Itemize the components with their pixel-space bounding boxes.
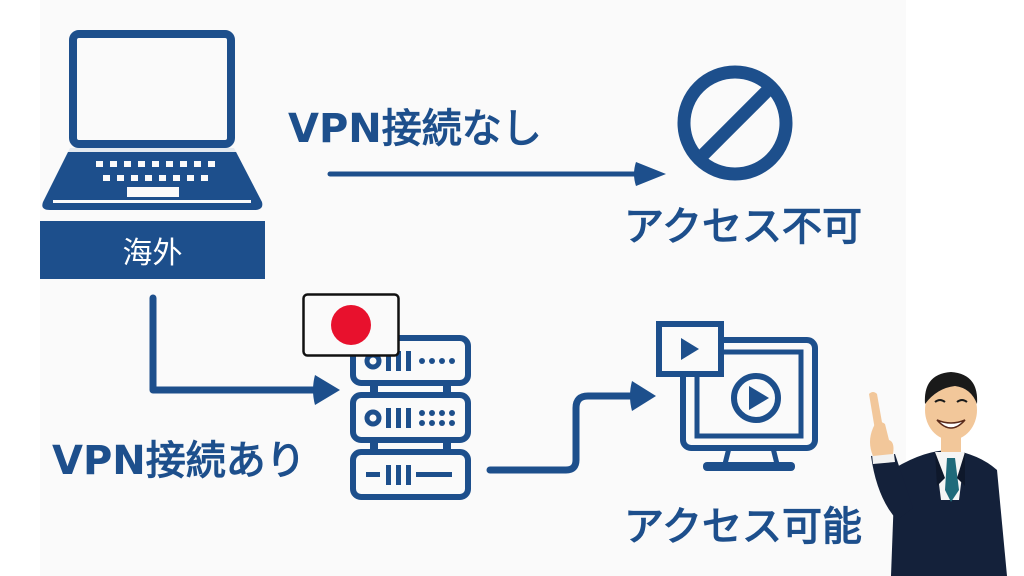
edge-label-with-vpn: VPN接続あり bbox=[52, 438, 306, 484]
region-label-box: 海外 bbox=[40, 221, 265, 279]
server-icon bbox=[350, 335, 471, 500]
access-granted-label: アクセス可能 bbox=[624, 504, 862, 550]
keyboard-keys bbox=[53, 161, 251, 203]
japan-flag-icon bbox=[302, 293, 400, 357]
businessman-pointing-illustration bbox=[869, 372, 1007, 576]
video-monitor-icon bbox=[656, 321, 818, 471]
arrow-no-vpn bbox=[327, 162, 666, 186]
arrow-with-vpn bbox=[149, 294, 340, 405]
edge-label-no-vpn: VPN接続なし bbox=[288, 106, 542, 152]
access-denied-label: アクセス不可 bbox=[624, 204, 862, 250]
arrow-server-to-video bbox=[486, 381, 656, 474]
region-label: 海外 bbox=[122, 236, 183, 271]
prohibited-icon bbox=[677, 65, 793, 181]
laptop-icon bbox=[42, 30, 263, 210]
